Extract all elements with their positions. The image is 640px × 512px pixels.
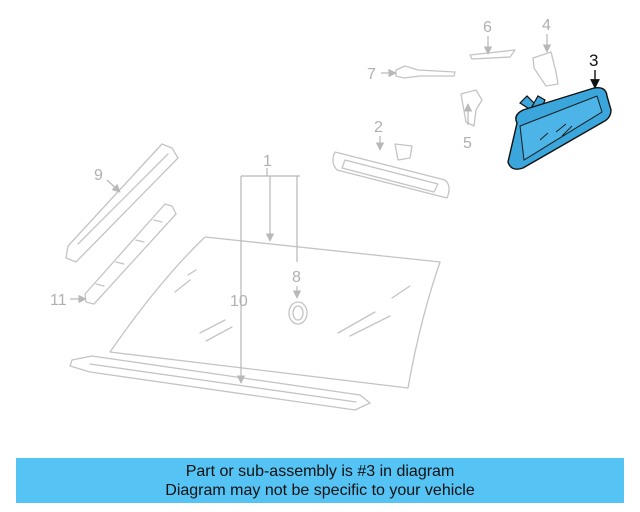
callout-5: 5 bbox=[463, 135, 472, 152]
callout-1: 1 bbox=[263, 153, 272, 170]
side-molding-upper bbox=[65, 143, 179, 263]
bracket-part-7 bbox=[395, 65, 456, 79]
callout-7: 7 bbox=[367, 66, 376, 83]
callout-lines bbox=[70, 34, 600, 384]
callout-9: 9 bbox=[94, 167, 103, 184]
bracket-part-5 bbox=[460, 89, 483, 127]
parts-diagram: 1 2 3 4 5 6 7 8 9 10 11 bbox=[50, 17, 612, 411]
side-molding-lower bbox=[84, 203, 177, 305]
callout-4: 4 bbox=[542, 17, 551, 34]
callout-10: 10 bbox=[230, 293, 248, 310]
windshield-glass bbox=[109, 236, 441, 389]
callout-6: 6 bbox=[483, 19, 492, 36]
bracket-part-6 bbox=[469, 49, 516, 60]
callout-2: 2 bbox=[374, 119, 383, 136]
highlighted-mirror-part-3 bbox=[507, 86, 612, 170]
bracket-part-4 bbox=[532, 51, 559, 87]
lower-molding bbox=[69, 355, 371, 411]
info-banner: Part or sub-assembly is #3 in diagram Di… bbox=[16, 458, 624, 503]
callout-11: 11 bbox=[50, 292, 67, 309]
rearview-mirror-outline bbox=[332, 143, 450, 199]
banner-line-1: Part or sub-assembly is #3 in diagram bbox=[185, 462, 455, 480]
sensor-pad bbox=[288, 301, 308, 325]
callout-3: 3 bbox=[589, 51, 598, 70]
callout-8: 8 bbox=[292, 269, 301, 286]
banner-line-2: Diagram may not be specific to your vehi… bbox=[165, 481, 475, 499]
